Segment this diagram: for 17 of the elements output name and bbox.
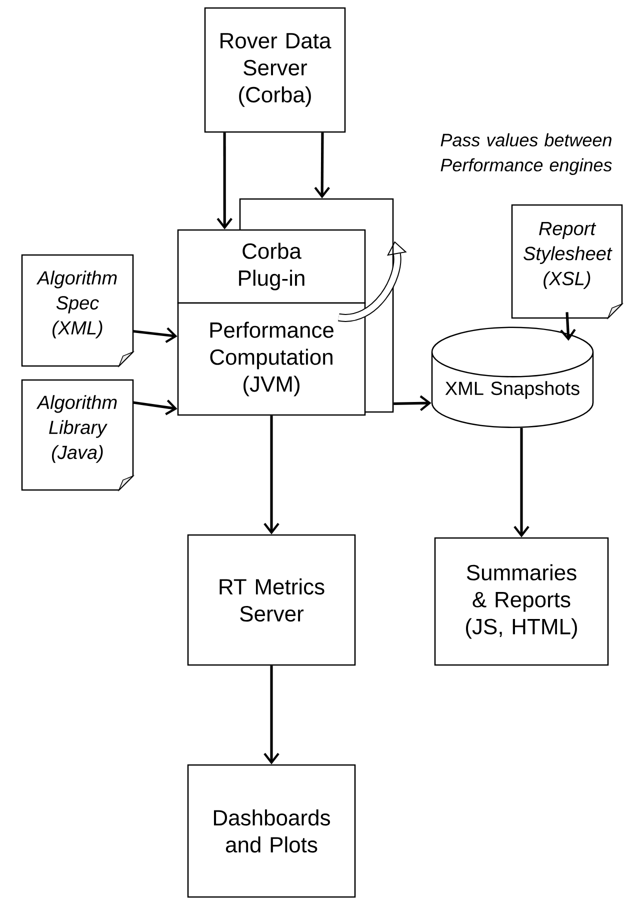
arrow bbox=[394, 395, 432, 412]
output-box: Summaries & Reports (JS, HTML) bbox=[434, 537, 609, 666]
arrow bbox=[264, 416, 280, 534]
arrow bbox=[314, 132, 330, 198]
arrow bbox=[264, 666, 280, 764]
note-label: Pass values between Performance engines bbox=[440, 133, 612, 175]
plugin-box: Corba Plug-in bbox=[177, 229, 366, 304]
arrow bbox=[133, 400, 178, 416]
arrow bbox=[216, 132, 232, 230]
output-box: Dashboards and Plots bbox=[187, 764, 356, 898]
arrow bbox=[560, 312, 576, 341]
server-box: RT Metrics Server bbox=[187, 534, 356, 666]
server-box: Rover Data Server (Corba) bbox=[204, 7, 346, 133]
database-cylinder: XML Snapshots bbox=[431, 326, 594, 428]
arrow bbox=[133, 327, 178, 343]
arrow bbox=[514, 428, 530, 538]
process-box: Performance Computation (JVM) bbox=[177, 302, 366, 416]
